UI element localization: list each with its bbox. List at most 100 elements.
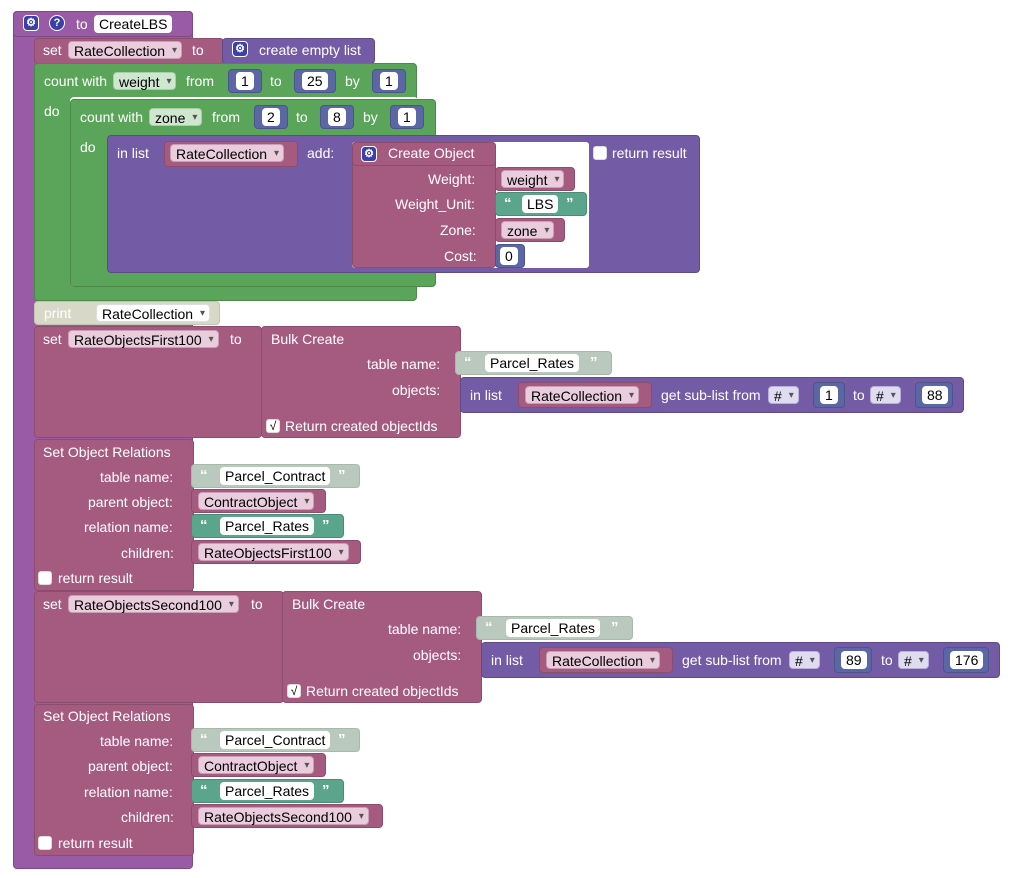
from-label: from (186, 73, 214, 89)
objects-label: objects: (413, 647, 462, 663)
text-field[interactable]: LBS (522, 195, 559, 213)
number-field[interactable]: 1 (398, 108, 416, 126)
return-ids-checkbox[interactable]: √ (287, 684, 301, 698)
var-dropdown[interactable]: RateCollection (170, 144, 285, 163)
loop-var-dropdown[interactable]: weight (113, 72, 177, 91)
text-field[interactable]: Parcel_Rates (506, 619, 601, 637)
set-label: set (43, 331, 62, 347)
quote-close-icon: ” (338, 731, 346, 748)
var-dropdown[interactable]: RateCollection (96, 304, 211, 323)
var-dropdown[interactable]: RateCollection (68, 41, 183, 60)
number-field[interactable]: 8 (328, 108, 346, 126)
do-label: do (44, 103, 60, 119)
return-result-checkbox[interactable] (593, 146, 607, 160)
index-mode-dropdown[interactable]: # (898, 651, 929, 670)
index-mode-dropdown[interactable]: # (768, 386, 799, 405)
set-object-relations-block[interactable] (34, 704, 194, 856)
zone-param-label: Zone: (440, 222, 476, 238)
text-field[interactable]: Parcel_Rates (220, 517, 315, 535)
by-label: by (363, 109, 378, 125)
to-label: to (251, 596, 263, 612)
table-name-label: table name: (388, 621, 462, 637)
create-empty-label: create empty list (259, 42, 361, 58)
help-icon[interactable]: ? (49, 15, 65, 31)
var-dropdown[interactable]: weight (501, 170, 565, 189)
children-label: children: (121, 545, 174, 561)
quote-open-icon: “ (200, 467, 208, 484)
return-result-checkbox[interactable] (38, 836, 52, 850)
parent-object-label: parent object: (88, 758, 173, 774)
var-dropdown[interactable]: RateCollection (546, 651, 661, 670)
gear-icon[interactable]: ⚙ (361, 146, 377, 162)
gear-icon[interactable]: ⚙ (232, 41, 248, 57)
bulk-create-block[interactable] (282, 591, 482, 703)
var-dropdown[interactable]: RateObjectsSecond100 (198, 807, 369, 826)
return-result-label: return result (612, 145, 687, 161)
proc-name-field[interactable]: CreateLBS (94, 15, 173, 33)
number-field[interactable]: 88 (922, 386, 948, 404)
table-name-label: table name: (100, 733, 174, 749)
in-list-label: in list (470, 387, 502, 403)
number-field[interactable]: 89 (841, 651, 867, 669)
text-field[interactable]: Parcel_Rates (220, 782, 315, 800)
quote-open-icon: “ (464, 354, 472, 371)
bulk-create-title: Bulk Create (292, 596, 366, 612)
gear-icon[interactable]: ⚙ (23, 15, 39, 31)
quote-open-icon: “ (200, 517, 208, 534)
weight-unit-param-label: Weight_Unit: (395, 196, 475, 212)
text-field[interactable]: Parcel_Rates (485, 354, 580, 372)
number-field[interactable]: 1 (380, 72, 398, 90)
number-field[interactable]: 1 (820, 386, 838, 404)
number-field[interactable]: 25 (302, 72, 328, 90)
number-field[interactable]: 0 (500, 247, 518, 265)
return-result-checkbox[interactable] (38, 571, 52, 585)
quote-close-icon: ” (338, 467, 346, 484)
to-label: to (270, 73, 282, 89)
number-field[interactable]: 2 (262, 108, 280, 126)
create-object-title: Create Object (388, 145, 475, 161)
count-with-label: count with (80, 109, 144, 125)
relations-title: Set Object Relations (43, 444, 171, 460)
to-label: to (192, 42, 204, 58)
quote-close-icon: ” (322, 782, 330, 799)
by-label: by (345, 73, 360, 89)
to-label: to (296, 109, 308, 125)
bulk-create-block[interactable] (261, 326, 461, 438)
do-label: do (80, 139, 96, 155)
from-label: from (212, 109, 240, 125)
set-object-relations-block[interactable] (34, 439, 194, 591)
proc-to-label: to (76, 16, 88, 32)
return-result-label: return result (58, 835, 133, 851)
set-label: set (43, 42, 62, 58)
set-label: set (43, 596, 62, 612)
objects-label: objects: (392, 382, 441, 398)
var-dropdown[interactable]: zone (501, 221, 555, 240)
text-field[interactable]: Parcel_Contract (220, 731, 331, 749)
var-dropdown[interactable]: RateObjectsFirst100 (198, 543, 349, 562)
to-label: to (881, 652, 893, 668)
var-dropdown[interactable]: RateObjectsSecond100 (68, 595, 239, 614)
get-sublist-label: get sub-list from (682, 652, 782, 668)
return-ids-checkbox[interactable]: √ (266, 419, 280, 433)
get-sublist-label: get sub-list from (661, 387, 761, 403)
var-dropdown[interactable]: ContractObject (198, 756, 315, 775)
quote-close-icon: ” (590, 354, 598, 371)
number-field[interactable]: 1 (236, 72, 254, 90)
index-mode-dropdown[interactable]: # (789, 651, 820, 670)
relations-title: Set Object Relations (43, 708, 171, 724)
in-list-label: in list (491, 652, 523, 668)
text-field[interactable]: Parcel_Contract (220, 467, 331, 485)
quote-close-icon: ” (566, 195, 574, 212)
quote-close-icon: ” (611, 619, 619, 636)
var-dropdown[interactable]: RateObjectsFirst100 (68, 330, 219, 349)
loop-var-dropdown[interactable]: zone (149, 108, 203, 127)
number-field[interactable]: 176 (950, 651, 984, 669)
index-mode-dropdown[interactable]: # (870, 386, 901, 405)
in-list-label: in list (117, 145, 149, 161)
quote-open-icon: “ (200, 782, 208, 799)
var-dropdown[interactable]: RateCollection (525, 386, 640, 405)
print-label: print (44, 305, 72, 321)
var-dropdown[interactable]: ContractObject (198, 492, 315, 511)
to-label: to (230, 331, 242, 347)
count-with-label: count with (44, 73, 108, 89)
